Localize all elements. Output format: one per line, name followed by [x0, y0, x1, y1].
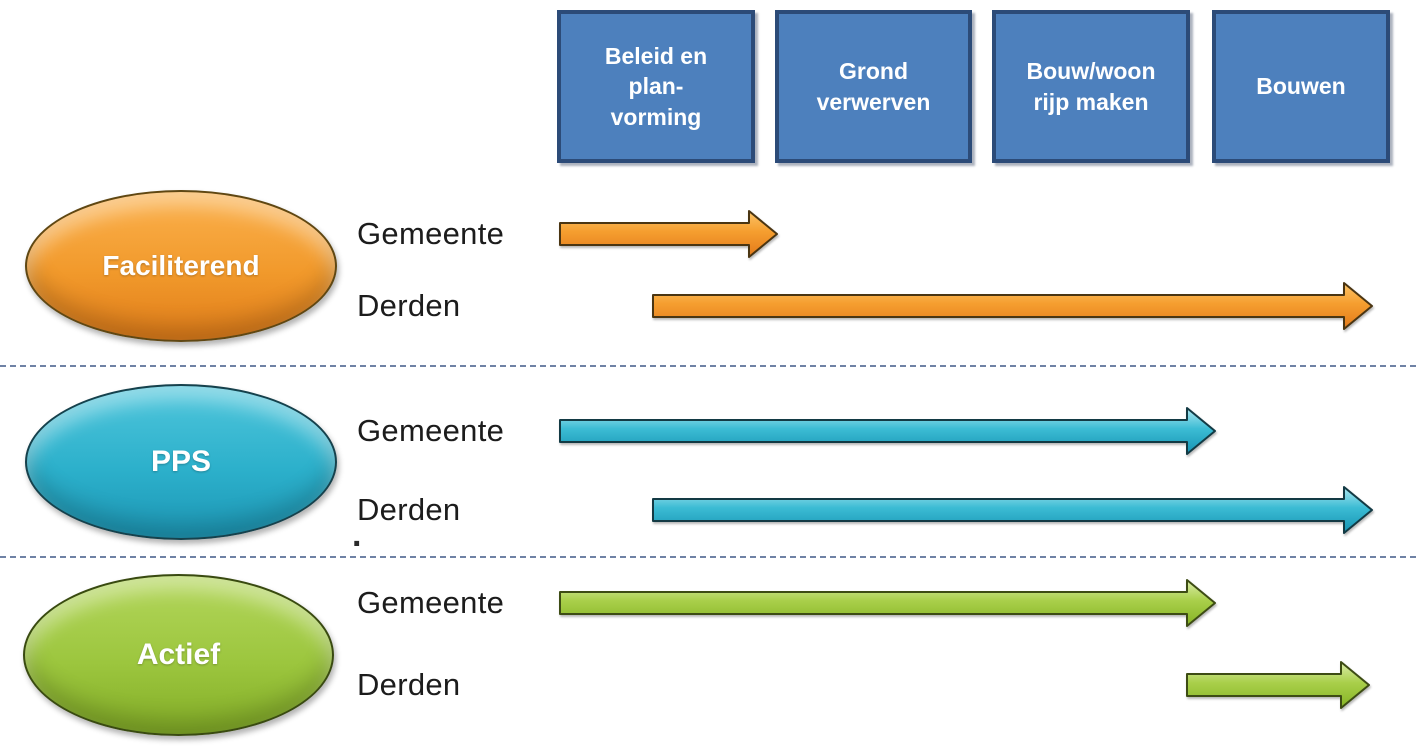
faciliterend-derden-arrow — [652, 282, 1373, 330]
phase-box-bouw-woonrijp-maken: Bouw/woon rijp maken — [992, 10, 1190, 163]
section-separator-2 — [0, 556, 1416, 558]
stray-dot: . — [352, 516, 362, 554]
label-faciliterend-gemeente: Gemeente — [357, 216, 505, 251]
bubble-pps: PPS — [25, 384, 337, 540]
faciliterend-gemeente-arrow — [559, 210, 778, 258]
label-pps-derden: Derden — [357, 492, 461, 527]
phase-box-grond-verwerven: Grond verwerven — [775, 10, 972, 163]
bubble-actief: Actief — [23, 574, 334, 736]
label-actief-derden: Derden — [357, 667, 461, 702]
pps-gemeente-arrow — [559, 407, 1216, 455]
label-pps-gemeente: Gemeente — [357, 413, 505, 448]
phase-box-bouwen: Bouwen — [1212, 10, 1390, 163]
label-actief-gemeente: Gemeente — [357, 585, 505, 620]
phase-box-beleid-en-planvorming: Beleid en plan- vorming — [557, 10, 755, 163]
bubble-faciliterend: Faciliterend — [25, 190, 337, 342]
pps-derden-arrow — [652, 486, 1373, 534]
actief-gemeente-arrow — [559, 579, 1216, 627]
section-separator-1 — [0, 365, 1416, 367]
actief-derden-arrow — [1186, 661, 1370, 709]
label-faciliterend-derden: Derden — [357, 288, 461, 323]
